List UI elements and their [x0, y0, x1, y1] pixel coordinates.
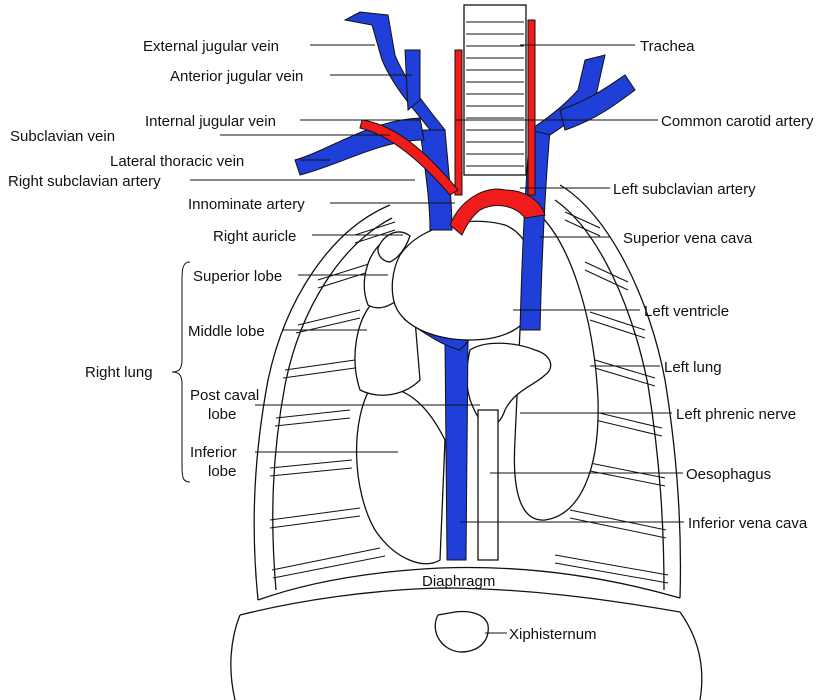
right-lung — [354, 239, 446, 565]
label-superior-vena-cava: Superior vena cava — [623, 230, 753, 247]
label-inferior-vena-cava: Inferior vena cava — [688, 515, 808, 532]
label-right-auricle: Right auricle — [213, 228, 296, 245]
labels: External jugular vein Anterior jugular v… — [8, 38, 814, 643]
left-chest-wall — [559, 184, 682, 599]
label-lateral-thoracic-vein: Lateral thoracic vein — [110, 153, 244, 170]
label-internal-jugular-vein: Internal jugular vein — [145, 113, 276, 130]
diaphragm-region — [230, 566, 703, 700]
diaphragm — [257, 566, 681, 601]
label-left-ventricle: Left ventricle — [644, 303, 729, 320]
label-diaphragm: Diaphragm — [422, 573, 495, 590]
trachea — [463, 4, 527, 176]
right-chest-wall-inner — [272, 217, 393, 591]
label-left-lung: Left lung — [664, 359, 722, 376]
right-external-jugular-vein — [343, 11, 447, 131]
label-inferior-lobe-1: Inferior — [190, 444, 237, 461]
ribcage — [253, 184, 682, 601]
label-external-jugular-vein: External jugular vein — [143, 38, 279, 55]
right-anterior-jugular-vein — [404, 49, 421, 112]
inferior-lobe — [355, 384, 446, 565]
label-post-caval-lobe-1: Post caval — [190, 387, 259, 404]
right-common-carotid-artery — [454, 49, 463, 196]
right-lung-bracket — [171, 261, 191, 483]
label-post-caval-lobe-2: lobe — [208, 406, 236, 423]
label-oesophagus: Oesophagus — [686, 466, 771, 483]
xiphisternum — [434, 610, 489, 653]
arteries — [359, 19, 546, 236]
aortic-arch — [449, 188, 546, 236]
right-auricle — [377, 231, 411, 263]
left-subclavian-vein — [559, 74, 636, 131]
right-subclavian-artery — [359, 119, 459, 196]
leader-lines — [171, 44, 684, 634]
label-trachea: Trachea — [640, 38, 695, 55]
label-right-subclavian-artery: Right subclavian artery — [8, 173, 161, 190]
label-subclavian-vein: Subclavian vein — [10, 128, 115, 145]
label-left-phrenic-nerve: Left phrenic nerve — [676, 406, 796, 423]
left-common-carotid-artery — [527, 19, 536, 196]
oesophagus — [477, 409, 499, 561]
label-innominate-artery: Innominate artery — [188, 196, 305, 213]
abdomen-right — [679, 611, 703, 700]
label-xiphisternum: Xiphisternum — [509, 626, 597, 643]
post-caval-lobe — [466, 342, 552, 426]
left-ventricle — [391, 220, 537, 341]
diaphragm-lower — [239, 587, 681, 616]
inferior-vena-cava — [444, 339, 469, 561]
right-chest-wall — [253, 204, 391, 601]
abdomen-left — [230, 614, 241, 700]
label-right-lung: Right lung — [85, 364, 153, 381]
label-left-subclavian-artery: Left subclavian artery — [613, 181, 756, 198]
label-middle-lobe: Middle lobe — [188, 323, 265, 340]
label-anterior-jugular-vein: Anterior jugular vein — [170, 68, 303, 85]
label-inferior-lobe-2: lobe — [208, 463, 236, 480]
label-common-carotid-artery: Common carotid artery — [661, 113, 814, 130]
label-superior-lobe: Superior lobe — [193, 268, 282, 285]
